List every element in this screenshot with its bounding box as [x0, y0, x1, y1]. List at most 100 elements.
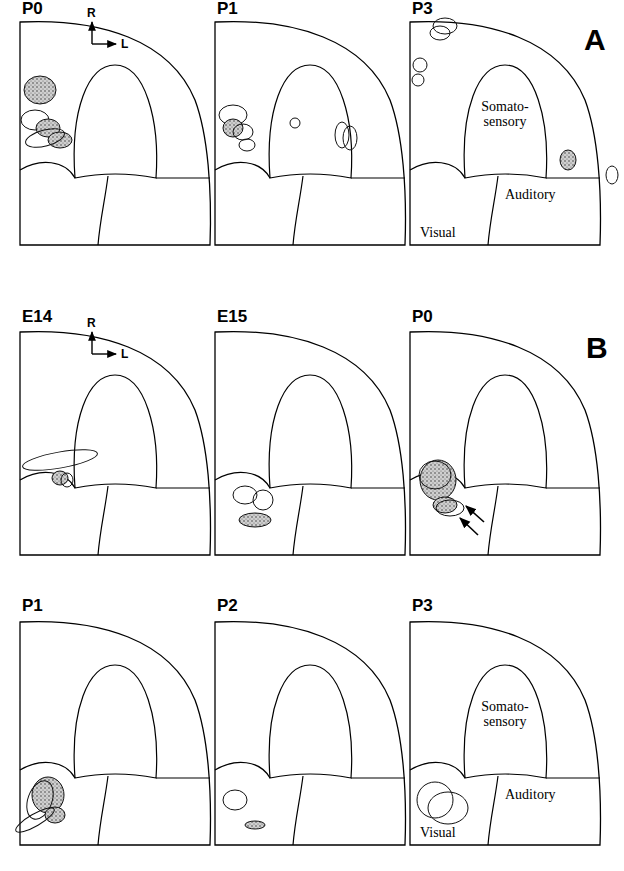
cortex-outline	[410, 22, 600, 245]
area-border	[410, 162, 465, 178]
pointer-arrow	[466, 506, 484, 522]
labeled-zone	[419, 461, 451, 489]
area-border	[156, 777, 210, 778]
area-border	[293, 176, 303, 245]
area-border	[464, 375, 546, 488]
labeled-zone	[239, 139, 255, 151]
area-border	[488, 776, 498, 845]
panel-label: P2	[217, 597, 238, 615]
area-border	[74, 375, 156, 488]
cortex-outline	[215, 332, 405, 555]
area-border	[293, 486, 303, 555]
area-label: Somato-sensory	[478, 700, 532, 729]
panel-label: P0	[412, 308, 433, 326]
panel-label: E14	[22, 308, 52, 326]
area-border	[351, 487, 405, 488]
labeled-zone	[61, 473, 73, 487]
panel-letter: A	[584, 24, 606, 56]
area-border	[74, 65, 156, 178]
area-label: Somato-sensory	[478, 100, 532, 129]
area-label: Auditory	[505, 188, 556, 203]
hemisphere-map	[20, 332, 210, 555]
hemisphere-map	[410, 18, 618, 245]
area-border	[98, 776, 108, 845]
area-border	[98, 486, 108, 555]
area-border	[156, 177, 210, 178]
area-border	[156, 487, 210, 488]
hemisphere-map	[410, 622, 600, 845]
area-border	[464, 665, 546, 778]
area-border	[464, 65, 546, 178]
labeled-zone	[335, 122, 349, 148]
labeled-zone	[253, 490, 273, 510]
area-border	[488, 176, 498, 245]
panel-letter: B	[586, 332, 608, 364]
area-border	[215, 762, 270, 778]
labeled-zone	[428, 792, 468, 824]
axis-label: L	[121, 38, 128, 51]
panel-label: P0	[22, 0, 43, 18]
labeled-zone	[412, 74, 424, 86]
axis-label: R	[87, 7, 96, 20]
area-label: Visual	[420, 226, 456, 241]
area-label: Visual	[420, 826, 456, 841]
orientation-axes	[92, 332, 116, 354]
labeled-zone	[233, 124, 253, 140]
labeled-zone	[13, 804, 57, 836]
injection-site	[245, 821, 265, 829]
area-border	[351, 777, 405, 778]
injection-site	[560, 150, 576, 170]
hemisphere-map	[20, 22, 210, 245]
area-label: Auditory	[505, 788, 556, 803]
cortex-outline	[20, 332, 210, 555]
hemisphere-map	[215, 22, 405, 245]
labeled-zone	[606, 166, 618, 184]
hemisphere-map	[410, 332, 600, 555]
hemisphere-map	[13, 622, 211, 845]
injection-site	[420, 460, 456, 500]
area-border	[215, 472, 270, 488]
cortex-outline	[410, 332, 600, 555]
area-border	[20, 162, 75, 178]
injection-site	[45, 807, 65, 823]
labeled-zone	[290, 118, 300, 128]
panel-label: P3	[412, 597, 433, 615]
labeled-zone	[430, 26, 450, 40]
pointer-arrow	[460, 518, 478, 535]
area-border	[74, 665, 156, 778]
area-border	[546, 487, 600, 488]
area-border	[546, 777, 600, 778]
area-border	[20, 762, 75, 778]
area-border	[269, 665, 351, 778]
panel-label: P1	[217, 0, 238, 18]
cortex-outline	[20, 622, 210, 845]
hemisphere-map	[215, 332, 405, 555]
area-border	[215, 162, 270, 178]
cortex-outline	[215, 22, 405, 245]
cortex-outline	[410, 622, 600, 845]
labeled-zone	[343, 126, 357, 150]
cortex-outline	[215, 622, 405, 845]
injection-site	[24, 76, 56, 104]
labeled-zone	[223, 790, 247, 810]
area-border	[293, 776, 303, 845]
injection-site	[239, 513, 271, 527]
area-border	[98, 176, 108, 245]
labeled-zone	[24, 125, 67, 151]
labeled-zone	[417, 782, 453, 818]
area-border	[351, 177, 405, 178]
labeled-zone	[21, 446, 99, 475]
area-border	[269, 375, 351, 488]
axis-label: L	[121, 348, 128, 361]
area-border	[546, 177, 600, 178]
area-border	[488, 486, 498, 555]
area-border	[269, 65, 351, 178]
cortex-outline	[20, 22, 210, 245]
hemisphere-map	[215, 622, 405, 845]
panel-label: P1	[22, 597, 43, 615]
labeled-zone	[413, 58, 427, 72]
panel-label: E15	[217, 308, 247, 326]
orientation-axes	[92, 22, 116, 44]
